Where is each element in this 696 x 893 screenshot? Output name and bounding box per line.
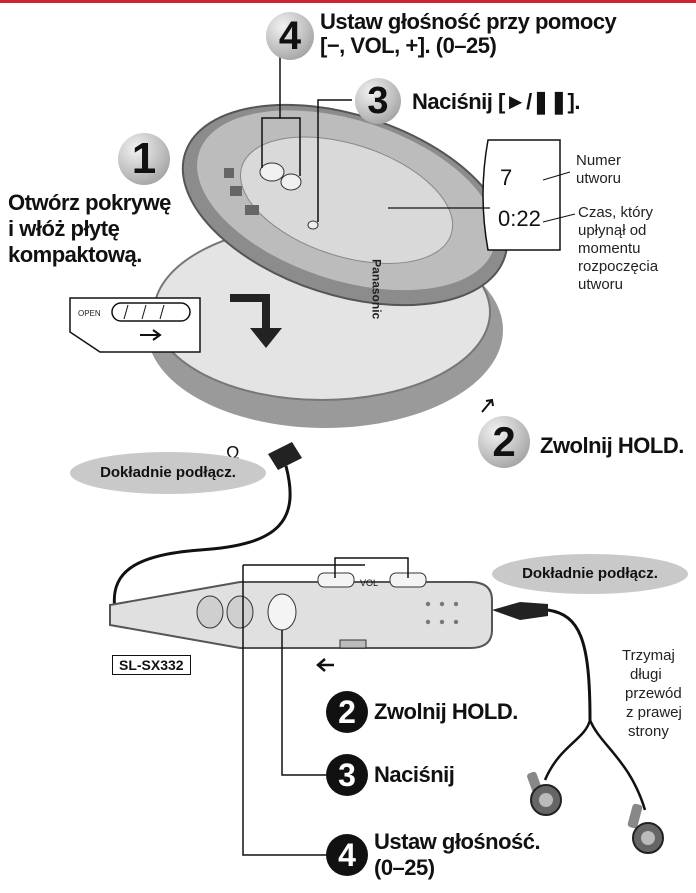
time-label-line2: upłynął od: [578, 222, 647, 239]
step1-text-line3: kompaktową.: [8, 242, 142, 267]
step2-top-number: 2: [478, 416, 530, 468]
lid-side-button-1: [224, 168, 234, 178]
remote-step2-text: Zwolnij HOLD.: [374, 699, 518, 724]
step1-number: 1: [118, 133, 170, 185]
step2-top-text: Zwolnij HOLD.: [540, 433, 684, 458]
earbud-left: [527, 771, 562, 816]
lid-side-button-2: [230, 186, 242, 196]
callout-step4-remote: [242, 565, 326, 856]
time-label-line4: rozpoczęcia: [578, 258, 659, 275]
earbud-right: [627, 803, 664, 854]
track-label-line2: utworu: [576, 170, 622, 187]
step4-top-number: 4: [266, 12, 314, 60]
cable-note-line1: Trzymaj: [622, 647, 675, 664]
lid-button-2: [280, 173, 302, 191]
lid-button-3: [307, 220, 319, 230]
step4-top-text-line1: Ustaw głośność przy pomocy: [320, 9, 617, 34]
lid-button-1: [259, 162, 285, 182]
track-pointer: [542, 171, 571, 181]
connect-bubble-remote: Dokładnie podłącz.: [492, 554, 688, 594]
step1-text-line1: Otwórz pokrywę: [8, 190, 171, 215]
insert-arrow: [230, 294, 282, 348]
step3-top-number: 3: [355, 78, 401, 124]
cable-note-line4: z prawej: [626, 704, 682, 721]
hold-arrow-player: [481, 398, 494, 413]
lid-side-button-3: [245, 205, 259, 215]
display-track: 7: [500, 165, 513, 190]
remote-button-2: [226, 595, 254, 629]
cable-note-line5: strony: [628, 723, 669, 740]
time-pointer: [542, 213, 576, 223]
time-label-line3: momentu: [578, 240, 641, 257]
remote-step3-text: Naciśnij: [374, 762, 455, 787]
remote-body: [109, 581, 493, 649]
hold-switch: [339, 639, 367, 649]
hold-arrow-remote: [316, 658, 334, 672]
track-label-line1: Numer: [576, 152, 622, 169]
jack-plug: [268, 442, 302, 470]
open-arrow: [140, 329, 162, 341]
callout-vol: [334, 557, 409, 578]
callout-step3-remote: [281, 630, 326, 776]
remote-step4-text-line1: Ustaw głośność.: [374, 829, 541, 854]
step1-text-line2: i włóż płytę: [8, 216, 120, 241]
brand-logo: Panasonic: [370, 259, 384, 319]
connect-bubble-player: Dokładnie podłącz.: [70, 452, 266, 494]
remote-step2-number: 2: [326, 691, 368, 733]
remote-step4-number: 4: [326, 834, 368, 876]
step4-top-text-line2: [−, VOL, +]. (0–25): [320, 33, 497, 58]
time-label-line1: Czas, który: [578, 204, 654, 221]
open-slider: [111, 302, 191, 322]
step3-top-text: Naciśnij [►/❚❚].: [412, 89, 581, 114]
remote-button-1: [196, 595, 224, 629]
remote-step3-number: 3: [326, 754, 368, 796]
speaker-holes: [425, 601, 459, 625]
remote-play-button: [267, 593, 297, 631]
remote-step4-text-line2: (0–25): [374, 855, 435, 880]
callout-step4-top-b: [261, 117, 280, 168]
model-label: SL-SX332: [112, 655, 191, 675]
time-label-line5: utworu: [578, 276, 624, 293]
callout-step4-top: [279, 52, 301, 176]
callout-step3-top: [317, 99, 352, 222]
earphone-plug: [492, 602, 548, 620]
top-border: [0, 0, 696, 3]
player-lid: Panasonic: [181, 103, 509, 320]
remote-cable: [112, 465, 292, 611]
cable-note-line2: długi: [630, 666, 662, 683]
open-label: OPEN: [78, 309, 101, 318]
vol-label: VOL: [360, 578, 378, 588]
cable-note-line3: przewód: [625, 685, 682, 702]
earphone-cord: [547, 608, 592, 721]
display-time: 0:22: [498, 206, 541, 231]
display-panel: [482, 139, 561, 251]
vol-minus-button: [317, 572, 355, 588]
